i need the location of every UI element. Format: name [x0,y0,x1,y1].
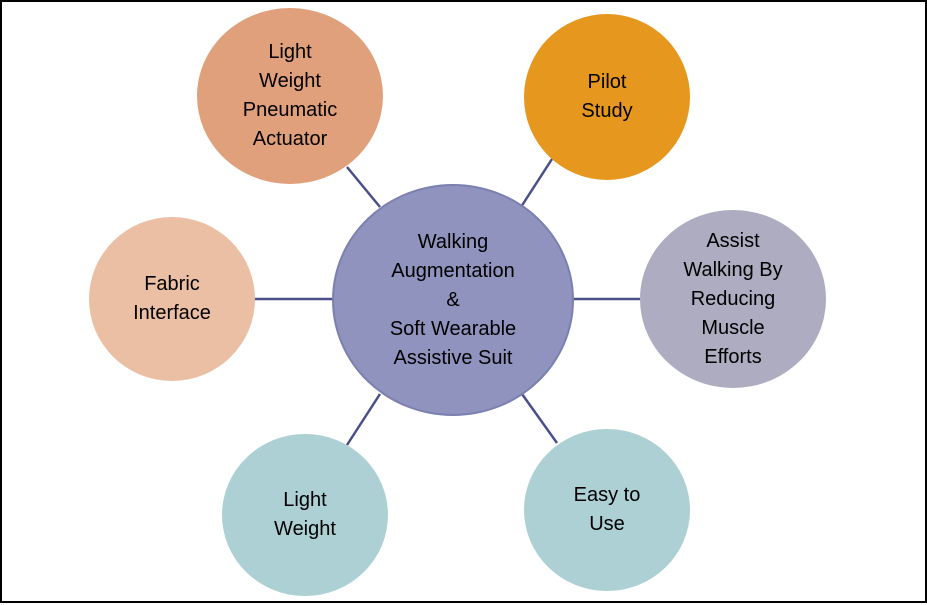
connector-easy [520,393,559,444]
connector-pilot [519,158,554,208]
node-label: Light Weight Pneumatic Actuator [242,41,338,150]
center-label: Walking Augmentation & Soft Wearable Ass… [389,230,517,369]
node-pilot-study: Pilot Study [524,14,690,180]
node-light-weight: Light Weight [222,434,388,596]
connector-actuator [346,166,381,208]
node-label: Pilot Study [581,71,633,122]
connector-weight [345,393,382,446]
node-label: Light Weight [274,489,336,540]
node-easy-to-use: Easy to Use [524,429,690,591]
node-light-weight-pneumatic-actuator: Light Weight Pneumatic Actuator [197,8,383,184]
node-fabric-interface: Fabric Interface [89,217,255,381]
node-center-walking-augmentation: Walking Augmentation & Soft Wearable Ass… [332,184,574,416]
node-label: Assist Walking By Reducing Muscle Effort… [683,229,783,368]
node-label: Easy to Use [573,484,641,535]
node-assist-walking: Assist Walking By Reducing Muscle Effort… [640,210,826,388]
node-label: Fabric Interface [133,273,211,324]
